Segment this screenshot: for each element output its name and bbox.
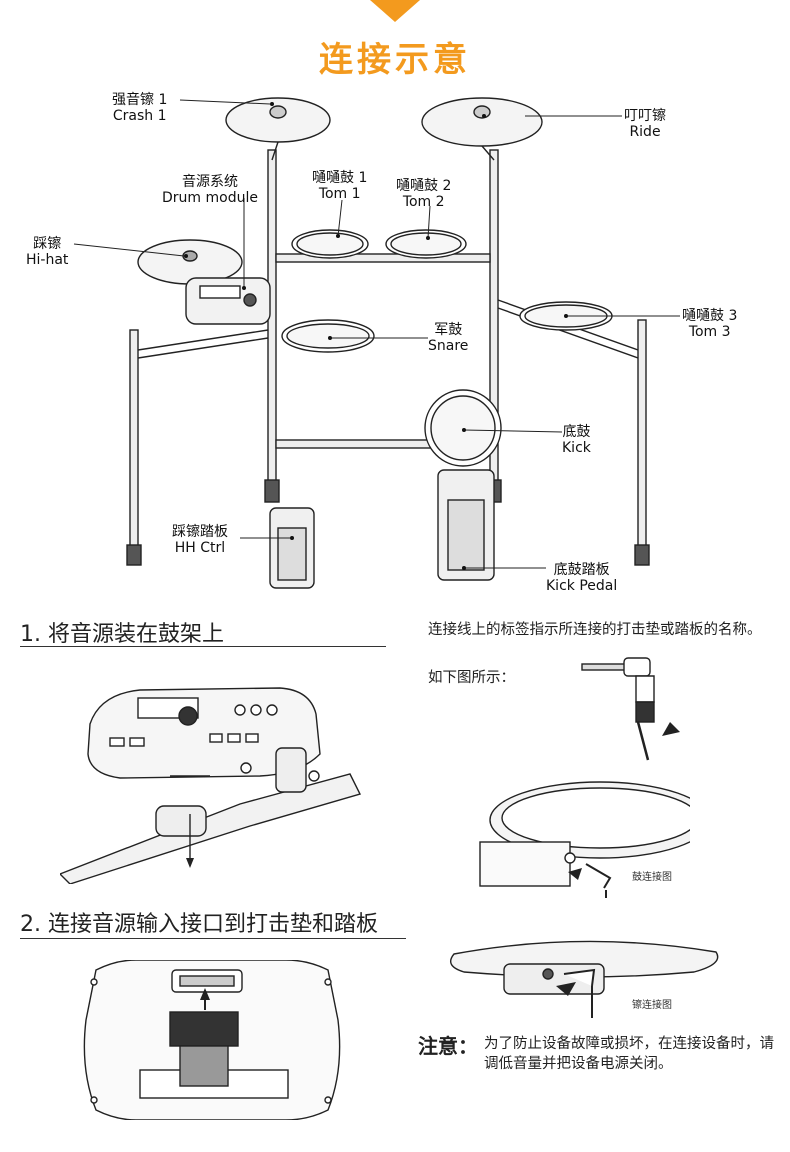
cable-label-info: 连接线上的标签指示所连接的打击垫或踏板的名称。 — [428, 622, 762, 638]
label-drum-module: 音源系统 Drum module — [162, 174, 258, 206]
label-ride: 叮叮镲 Ride — [624, 108, 666, 140]
step-1-title: 1. 将音源装在鼓架上 — [20, 622, 224, 647]
label-kick: 底鼓 Kick — [562, 424, 591, 456]
label-tom3: 嗵嗵鼓 3 Tom 3 — [682, 308, 738, 340]
note-text: 为了防止设备故障或损坏，在连接设备时，请调低音量并把设备电源关闭。 — [484, 1036, 774, 1072]
label-kick-pedal: 底鼓踏板 Kick Pedal — [546, 562, 618, 594]
module-mount-illustration — [60, 687, 362, 884]
step-2-title: 2. 连接音源输入接口到打击垫和踏板 — [20, 912, 378, 937]
step-2-divider — [20, 938, 406, 939]
drum-pad-connection-illustration — [479, 781, 690, 898]
cable-label-sub: 如下图所示： — [428, 670, 515, 686]
label-tom1: 嗵嗵鼓 1 Tom 1 — [312, 170, 368, 202]
cymbal-connection-caption: 镲连接图 — [632, 1000, 672, 1011]
drum-connection-caption: 鼓连接图 — [632, 872, 672, 883]
label-hihat: 踩镲 Hi-hat — [26, 236, 69, 268]
module-rear-input-illustration — [83, 960, 341, 1120]
label-snare: 军鼓 Snare — [428, 322, 469, 354]
drum-kit-diagram — [73, 97, 680, 589]
cable-plug-illustration — [581, 657, 680, 761]
step-1-divider — [20, 646, 386, 647]
note-label: 注意： — [418, 1034, 478, 1058]
page-title: 连接示意 — [319, 40, 471, 80]
label-crash: 强音镲 1 Crash 1 — [112, 92, 168, 124]
label-hh-ctrl: 踩镲踏板 HH Ctrl — [172, 524, 228, 556]
label-tom2: 嗵嗵鼓 2 Tom 2 — [396, 178, 452, 210]
down-arrow-icon — [370, 0, 420, 22]
cymbal-connection-illustration — [450, 940, 719, 1018]
